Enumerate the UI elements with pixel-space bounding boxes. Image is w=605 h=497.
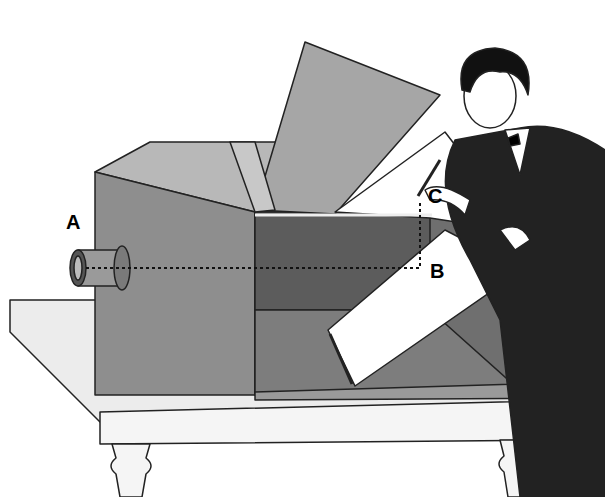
hinge-strip [230,142,275,212]
lens-glass [74,256,82,280]
hand [425,187,470,215]
hair [461,48,529,95]
glass-edge [255,214,432,217]
box-end-face [95,172,255,395]
point-label: B [430,261,444,281]
shirt [505,128,530,175]
mirror-edge [330,334,352,384]
bow-tie [508,134,520,146]
lens [70,250,86,286]
light-ray [86,200,420,268]
coat [445,126,605,497]
table-leg [111,444,151,497]
hand [500,227,530,250]
point-label: C [428,186,442,206]
point-label: A [66,212,80,232]
